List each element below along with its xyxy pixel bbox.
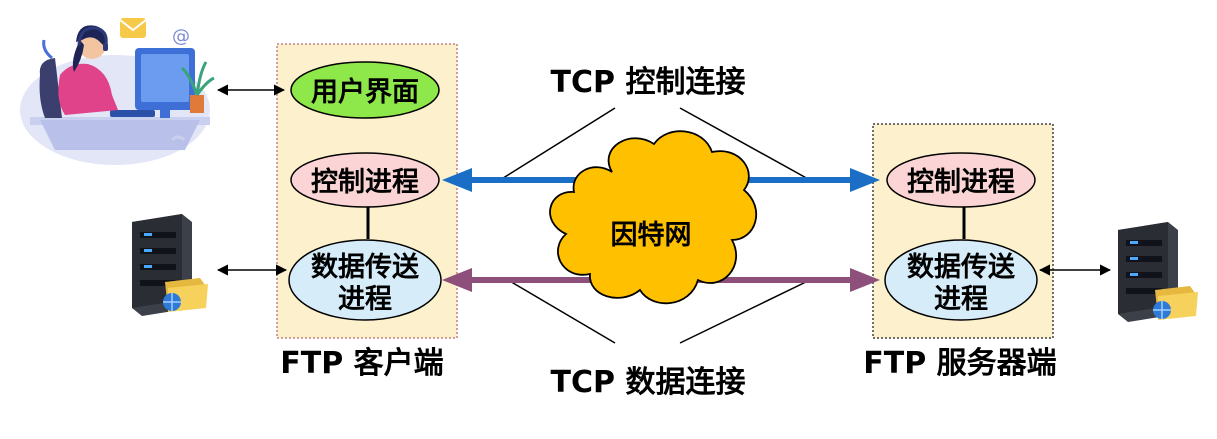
client-data-process-label-2: 进程 [338,284,392,315]
server-control-process-node [886,152,1036,208]
server-data-process-label-1: 数据传送 [907,252,1015,283]
server-control-process-label: 控制进程 [907,167,1015,198]
internet-cloud-icon [549,130,758,305]
user-interface-label: 用户界面 [311,76,419,108]
client-control-process-label: 控制进程 [311,167,419,198]
user-at-computer-icon: @ [20,18,215,165]
server-data-process-label-2: 进程 [934,284,988,315]
server-data-process-node [884,239,1038,321]
client-data-process-node [288,239,442,321]
client-control-process-node [290,152,440,208]
client-server-storage-icon [132,214,208,316]
client-caption: FTP 客户端 [280,346,443,381]
user-interface-node [290,61,440,119]
server-storage-icon [1118,222,1198,322]
server-caption: FTP 服务器端 [863,346,1056,381]
internet-label: 因特网 [611,220,692,251]
client-data-process-label-1: 数据传送 [311,252,419,283]
connection-pointer-lines [499,107,811,344]
tcp-data-connection-label: TCP 数据连接 [551,365,746,400]
tcp-control-connection-label: TCP 控制连接 [551,65,746,100]
svg-text:@: @ [172,26,190,47]
